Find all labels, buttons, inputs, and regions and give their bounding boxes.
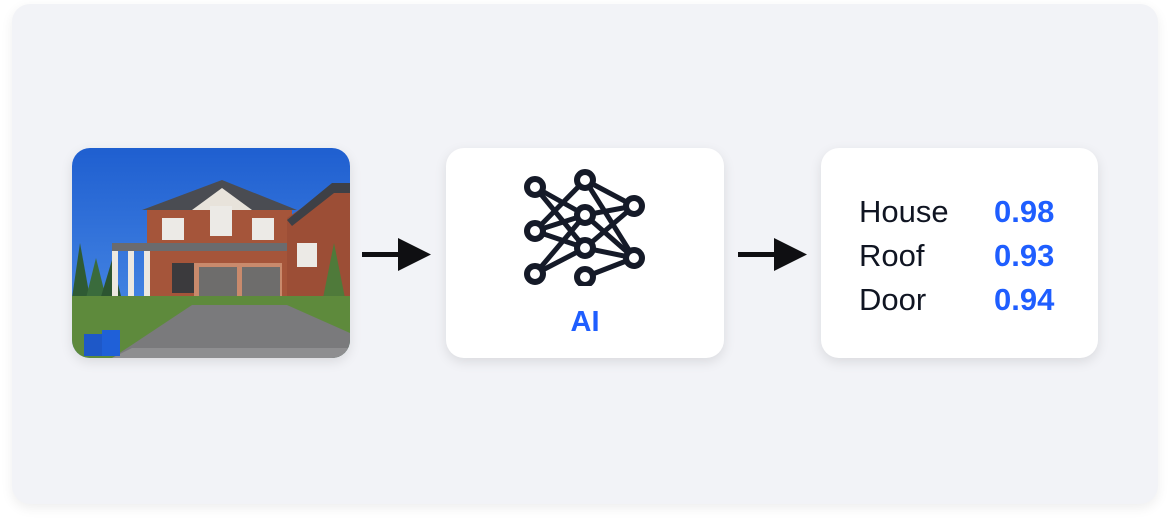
house-photo <box>72 148 350 358</box>
arrow-right-icon <box>362 238 431 271</box>
neural-network-icon <box>524 169 645 286</box>
arrow-right-icon <box>738 238 807 271</box>
result-label: Roof <box>859 238 925 273</box>
house-image <box>72 148 350 358</box>
result-score: 0.93 <box>994 238 1055 273</box>
result-score: 0.98 <box>994 194 1055 229</box>
result-label: Door <box>859 282 927 317</box>
result-label: House <box>859 194 949 229</box>
result-score: 0.94 <box>994 282 1055 317</box>
ai-label: AI <box>570 306 600 338</box>
ai-model-card <box>446 148 724 358</box>
results-card <box>821 148 1098 358</box>
